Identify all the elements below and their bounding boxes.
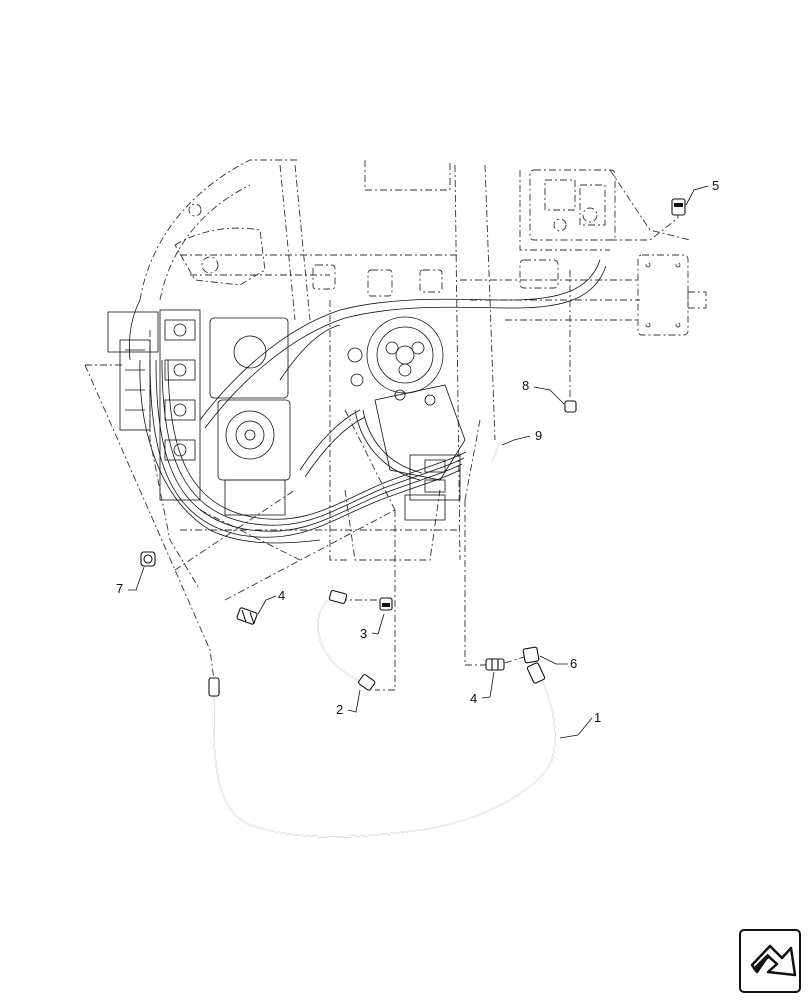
pin-9 [491,441,501,463]
callout-9: 9 [501,428,542,446]
callout-1: 1 [559,710,601,739]
hose-assembly-2 [317,589,376,691]
callout-6: 6 [539,655,577,671]
callout-number: 8 [522,378,529,393]
machine-frame-phantom [139,159,691,591]
callout-8: 8 [522,378,565,405]
callouts: 1 2 3 4 4 5 6 7 [116,178,719,739]
pump-assembly [209,317,291,516]
swing-gear [347,316,466,481]
fitting-3 [379,597,393,611]
elbow-6 [522,646,540,664]
callout-7: 7 [116,566,145,596]
callout-number: 6 [570,656,577,671]
hose-assembly-1 [208,662,556,838]
callout-number: 2 [336,702,343,717]
callout-3: 3 [360,613,385,641]
callout-4-left: 4 [257,588,285,615]
elbow-7 [140,551,156,567]
manifold-right [404,454,461,521]
cap-8 [564,400,577,413]
fitting-5 [671,198,686,216]
callout-number: 1 [594,710,601,725]
callout-5: 5 [685,178,719,206]
callout-number: 9 [535,428,542,443]
adapter-4-left [236,607,258,625]
callout-number: 5 [712,178,719,193]
callout-number: 4 [278,588,285,603]
callout-number: 3 [360,626,367,641]
callout-number: 4 [470,691,477,706]
callout-2: 2 [336,689,361,717]
control-valve-stack [107,309,201,501]
centerlines [84,205,679,691]
forward-arrow-icon[interactable] [739,929,801,993]
callout-number: 7 [116,581,123,596]
valve-block-right [529,169,707,336]
callout-4-right: 4 [470,671,495,706]
adapter-4-right [485,658,505,671]
hose-bundle [128,259,607,544]
